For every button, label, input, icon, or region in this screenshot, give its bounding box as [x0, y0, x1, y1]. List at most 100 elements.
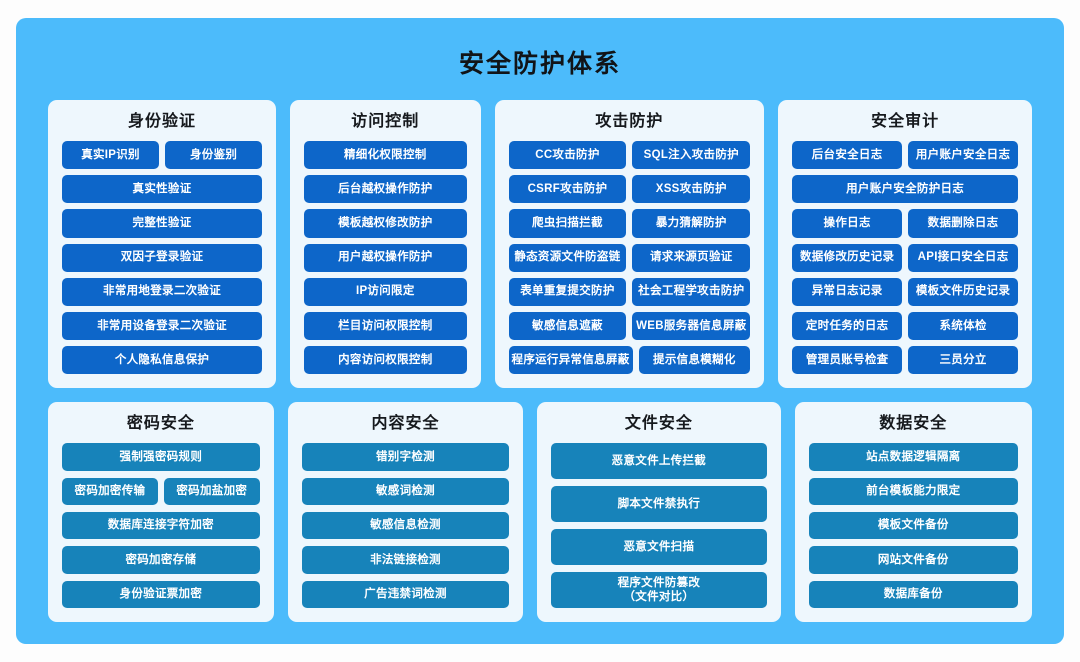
pill-row: 非常用地登录二次验证 — [62, 277, 263, 306]
pill-item[interactable]: 管理员账号检查 — [792, 345, 903, 374]
pill-row: 完整性验证 — [62, 209, 263, 238]
card-身份验证: 身份验证真实IP识别身份鉴别真实性验证完整性验证双因子登录验证非常用地登录二次验… — [48, 100, 277, 388]
pill-item[interactable]: 异常日志记录 — [792, 277, 903, 306]
pill-item[interactable]: 数据库备份 — [808, 580, 1018, 608]
pill-item[interactable]: 脚本文件禁执行 — [551, 486, 767, 523]
pill-item[interactable]: 请求来源页验证 — [632, 243, 751, 272]
pill-item[interactable]: 表单重复提交防护 — [508, 277, 627, 306]
pill-item[interactable]: 真实IP识别 — [62, 141, 160, 170]
pill-item[interactable]: 程序文件防篡改（文件对比） — [551, 572, 767, 608]
pill-item[interactable]: 个人隐私信息保护 — [62, 345, 263, 374]
pill-item[interactable]: 用户账户安全防护日志 — [792, 175, 1019, 204]
pill-item[interactable]: 模板文件历史记录 — [908, 277, 1019, 306]
pill-row: 精细化权限控制 — [304, 141, 467, 170]
pill-item[interactable]: 恶意文件扫描 — [551, 529, 767, 566]
pill-item[interactable]: 敏感信息遮蔽 — [508, 311, 627, 340]
pill-item[interactable]: 程序运行异常信息屏蔽 — [508, 345, 633, 374]
pill-item[interactable]: 模板文件备份 — [808, 511, 1018, 540]
pill-row: 敏感词检测 — [301, 477, 510, 505]
pill-item[interactable]: 前台模板能力限定 — [808, 477, 1018, 505]
pill-row: IP访问限定 — [304, 277, 467, 306]
pill-item[interactable]: 强制强密码规则 — [62, 443, 260, 471]
pill-item[interactable]: 密码加密传输 — [62, 477, 158, 505]
pill-item[interactable]: 提示信息模糊化 — [638, 345, 751, 374]
pill-row: 非法链接检测 — [301, 546, 510, 574]
pill-item[interactable]: 数据修改历史记录 — [792, 243, 903, 272]
pill-item[interactable]: 精细化权限控制 — [304, 141, 467, 170]
pill-item[interactable]: 错别字检测 — [301, 443, 510, 471]
pill-row: 密码加密存储 — [62, 546, 260, 574]
pill-row: 脚本文件禁执行 — [551, 486, 767, 523]
pill-item[interactable]: 站点数据逻辑隔离 — [808, 443, 1018, 471]
pill-item[interactable]: 系统体检 — [908, 311, 1019, 340]
pill-item[interactable]: 操作日志 — [792, 209, 903, 238]
pill-grid: 精细化权限控制后台越权操作防护模板越权修改防护用户越权操作防护 IP访问限定栏目访… — [304, 141, 467, 374]
pill-item[interactable]: 后台安全日志 — [792, 141, 903, 170]
pill-item[interactable]: 静态资源文件防盗链 — [508, 243, 627, 272]
pill-item[interactable]: XSS攻击防护 — [632, 175, 751, 204]
pill-item[interactable]: CC攻击防护 — [508, 141, 627, 170]
security-framework-board: 安全防护体系 身份验证真实IP识别身份鉴别真实性验证完整性验证双因子登录验证非常… — [16, 18, 1064, 644]
pill-item[interactable]: 用户越权操作防护 — [304, 243, 467, 272]
card-数据安全: 数据安全站点数据逻辑隔离前台模板能力限定模板文件备份网站文件备份数据库备份 — [794, 402, 1032, 622]
pill-row: 内容访问权限控制 — [304, 345, 467, 374]
pill-item[interactable]: SQL注入攻击防护 — [632, 141, 751, 170]
pill-row: 恶意文件扫描 — [551, 529, 767, 566]
pill-grid: 站点数据逻辑隔离前台模板能力限定模板文件备份网站文件备份数据库备份 — [808, 443, 1018, 608]
pill-item[interactable]: 模板越权修改防护 — [304, 209, 467, 238]
pill-item[interactable]: 身份鉴别 — [165, 141, 263, 170]
pill-row: 用户账户安全防护日志 — [792, 175, 1019, 204]
pill-grid: 真实IP识别身份鉴别真实性验证完整性验证双因子登录验证非常用地登录二次验证非常用… — [62, 141, 263, 374]
pill-item[interactable]: WEB服务器信息屏蔽 — [632, 311, 751, 340]
pill-row: 身份验证票加密 — [62, 580, 260, 608]
pill-item[interactable]: 密码加密存储 — [62, 546, 260, 574]
pill-item[interactable]: 真实性验证 — [62, 175, 263, 204]
pill-row: 管理员账号检查三员分立 — [792, 345, 1019, 374]
pill-row: 模板文件备份 — [808, 511, 1018, 540]
pill-item[interactable]: 用户账户安全日志 — [908, 141, 1019, 170]
pill-item[interactable]: 数据库连接字符加密 — [62, 511, 260, 540]
pill-item[interactable]: CSRF攻击防护 — [508, 175, 627, 204]
card-row-top: 身份验证真实IP识别身份鉴别真实性验证完整性验证双因子登录验证非常用地登录二次验… — [48, 100, 1033, 388]
pill-item[interactable]: 广告违禁词检测 — [301, 580, 510, 608]
pill-item[interactable]: 数据删除日志 — [908, 209, 1019, 238]
pill-item[interactable]: 非法链接检测 — [301, 546, 510, 574]
pill-item[interactable]: 双因子登录验证 — [62, 243, 263, 272]
pill-item[interactable]: 敏感信息检测 — [301, 511, 510, 540]
pill-row: 后台越权操作防护 — [304, 175, 467, 204]
pill-row: 恶意文件上传拦截 — [551, 443, 767, 480]
pill-row: 个人隐私信息保护 — [62, 345, 263, 374]
pill-item[interactable]: 爬虫扫描拦截 — [508, 209, 627, 238]
pill-item[interactable]: 非常用设备登录二次验证 — [62, 311, 263, 340]
pill-item[interactable]: 社会工程学攻击防护 — [632, 277, 751, 306]
card-row-bottom: 密码安全强制强密码规则密码加密传输密码加盐加密数据库连接字符加密密码加密存储身份… — [48, 402, 1032, 622]
pill-row: 程序运行异常信息屏蔽提示信息模糊化 — [508, 345, 751, 374]
card-title: 内容安全 — [371, 415, 440, 432]
card-文件安全: 文件安全恶意文件上传拦截脚本文件禁执行恶意文件扫描程序文件防篡改（文件对比） — [537, 402, 781, 622]
pill-item[interactable]: 内容访问权限控制 — [304, 345, 467, 374]
pill-item[interactable]: 后台越权操作防护 — [304, 175, 467, 204]
pill-row: 双因子登录验证 — [62, 243, 263, 272]
pill-item[interactable]: 敏感词检测 — [301, 477, 510, 505]
card-title: 访问控制 — [351, 113, 420, 130]
pill-item[interactable]: 暴力猜解防护 — [632, 209, 751, 238]
pill-item[interactable]: 三员分立 — [908, 345, 1019, 374]
pill-row: 敏感信息检测 — [301, 511, 510, 540]
pill-item[interactable]: IP访问限定 — [304, 277, 467, 306]
pill-item[interactable]: 网站文件备份 — [808, 546, 1018, 574]
pill-item[interactable]: 恶意文件上传拦截 — [551, 443, 767, 480]
pill-item[interactable]: 定时任务的日志 — [792, 311, 903, 340]
card-title: 数据安全 — [879, 415, 948, 432]
card-title: 文件安全 — [624, 415, 693, 432]
pill-item[interactable]: 栏目访问权限控制 — [304, 311, 467, 340]
pill-item[interactable]: 完整性验证 — [62, 209, 263, 238]
pill-grid: 后台安全日志用户账户安全日志用户账户安全防护日志操作日志数据删除日志数据修改历史… — [792, 141, 1019, 374]
pill-item[interactable]: 密码加盐加密 — [163, 477, 260, 505]
pill-item[interactable]: 身份验证票加密 — [62, 580, 260, 608]
pill-item[interactable]: API接口安全日志 — [908, 243, 1019, 272]
pill-item[interactable]: 非常用地登录二次验证 — [62, 277, 263, 306]
pill-row: 非常用设备登录二次验证 — [62, 311, 263, 340]
pill-row: 用户越权操作防护 — [304, 243, 467, 272]
